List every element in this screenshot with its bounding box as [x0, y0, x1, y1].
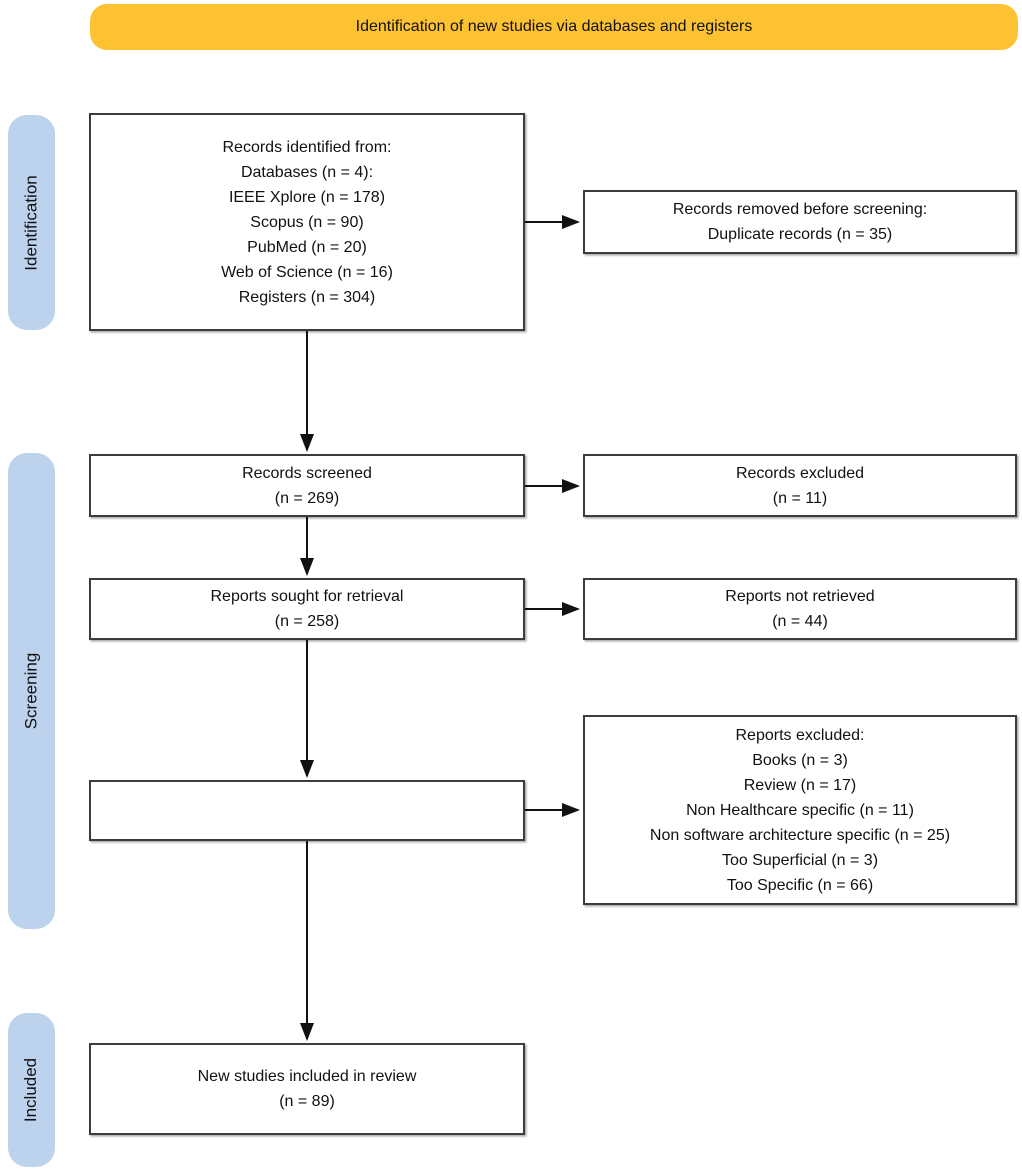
box-records-screened: Records screened (n = 269) — [89, 454, 525, 517]
box-records-identified-text: Records identified from: Databases (n = … — [221, 138, 393, 306]
box-records-excluded: Records excluded (n = 11) — [583, 454, 1017, 517]
box-records-excluded-text: Records excluded (n = 11) — [735, 464, 865, 507]
box-reports-excluded-text: Reports excluded: Books (n = 3) Review (… — [649, 726, 951, 894]
box-reports-not-retrieved: Reports not retrieved (n = 44) — [583, 578, 1017, 640]
box-reports-sought-text: Reports sought for retrieval (n = 258) — [210, 588, 404, 630]
stage-included-label: Included — [21, 1057, 41, 1123]
stage-identification-label: Identification — [21, 174, 41, 271]
box-reports-sought: Reports sought for retrieval (n = 258) — [89, 578, 525, 640]
box-reports-excluded: Reports excluded: Books (n = 3) Review (… — [583, 715, 1017, 905]
box-new-studies-included-text: New studies included in review (n = 89) — [197, 1068, 417, 1110]
banner-identification-via-databases: Identification of new studies via databa… — [90, 4, 1018, 50]
stage-screening-label: Screening — [21, 652, 41, 730]
stage-identification: Identification — [8, 115, 55, 330]
box-records-screened-text: Records screened (n = 269) — [242, 464, 372, 507]
box-reports-not-retrieved-text: Reports not retrieved (n = 44) — [725, 588, 875, 630]
stage-included: Included — [8, 1013, 55, 1167]
box-new-studies-included: New studies included in review (n = 89) — [89, 1043, 525, 1135]
stage-screening: Screening — [8, 453, 55, 929]
box-reports-assessed — [89, 780, 525, 841]
box-records-removed: Records removed before screening: Duplic… — [583, 190, 1017, 254]
box-reports-assessed-text — [299, 809, 315, 813]
box-records-identified: Records identified from: Databases (n = … — [89, 113, 525, 331]
banner-label: Identification of new studies via databa… — [355, 18, 753, 35]
box-records-removed-text: Records removed before screening: Duplic… — [672, 201, 928, 243]
